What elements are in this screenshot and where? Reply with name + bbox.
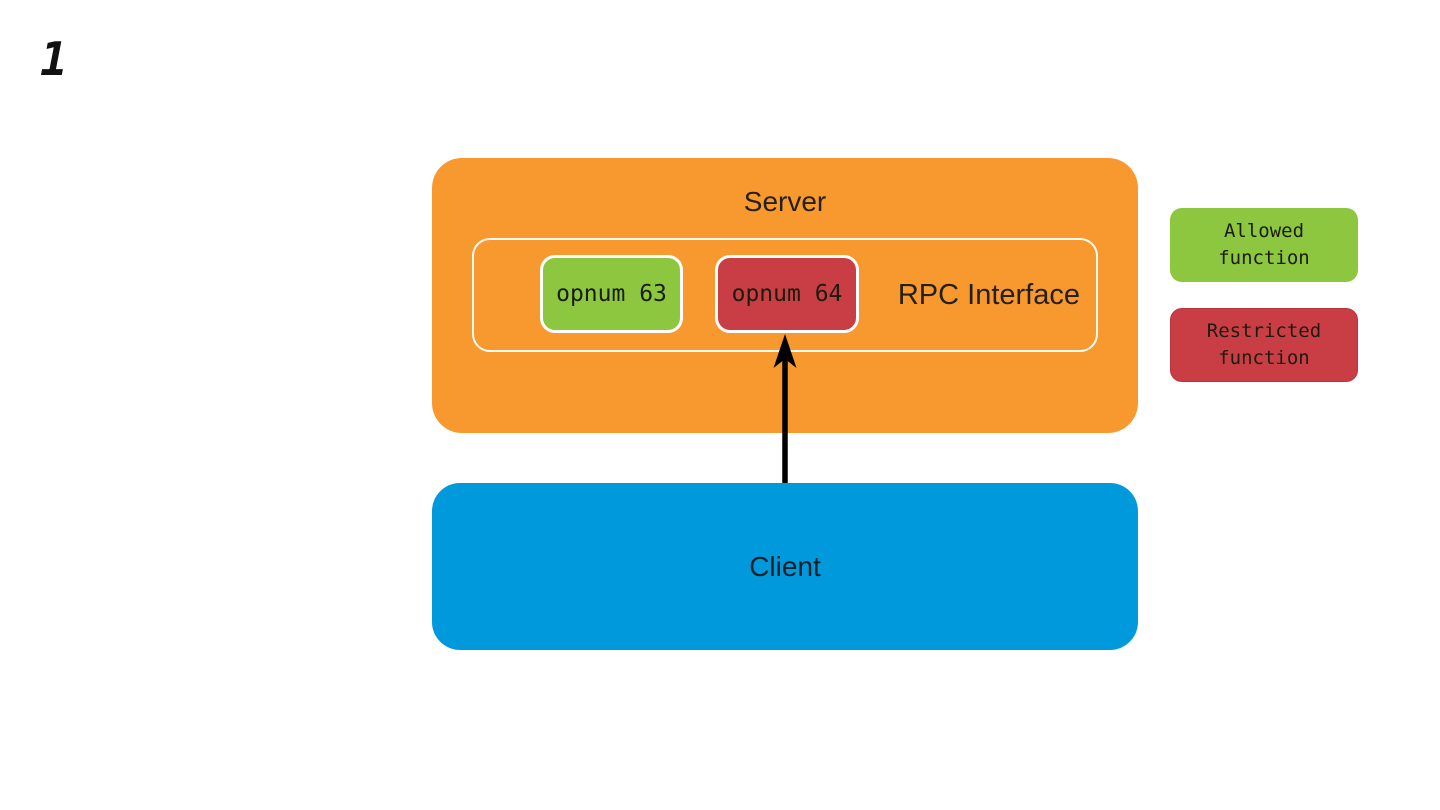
rpc-interface-label: RPC Interface (897, 278, 1080, 311)
legend-item-allowed-function: Allowed function (1170, 208, 1358, 282)
legend-item-restricted-function: Restricted function (1170, 308, 1358, 382)
server-label: Server (743, 186, 827, 217)
client-box: Client (432, 483, 1138, 650)
function-node-label: opnum 63 (556, 281, 667, 307)
frame-number: 1 (40, 32, 68, 86)
function-node-label: opnum 64 (731, 281, 843, 307)
rpc-interface-box: opnum 63 opnum 64 RPC Interface (472, 238, 1098, 352)
function-node-opnum-64: opnum 64 (715, 255, 859, 333)
client-label: Client (749, 550, 821, 582)
call-arrow-icon (773, 334, 797, 484)
function-node-opnum-63: opnum 63 (540, 255, 683, 333)
